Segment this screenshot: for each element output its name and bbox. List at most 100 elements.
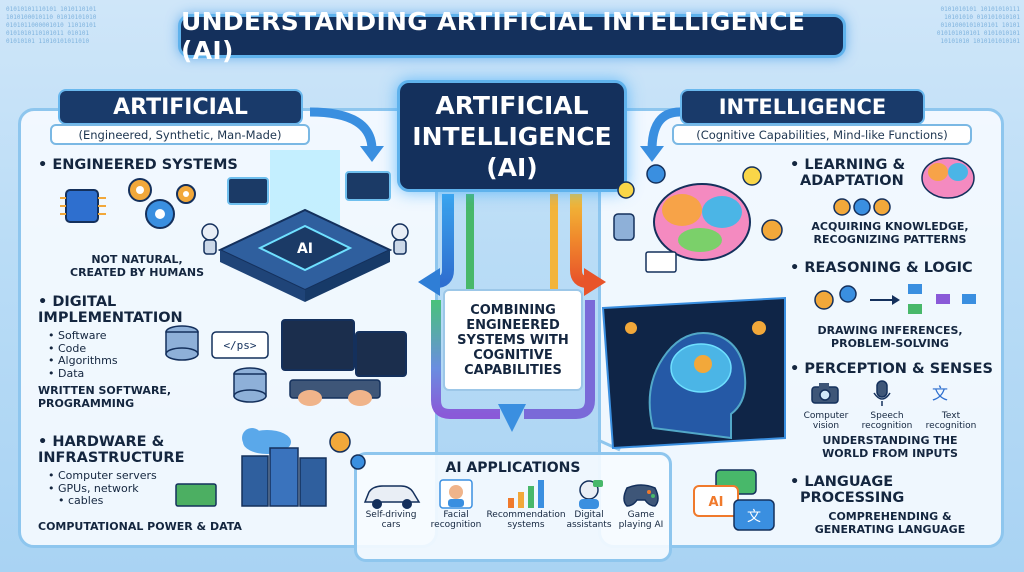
database-icon <box>165 325 199 361</box>
reasoning-desc: DRAWING INFERENCES, PROBLEM-SOLVING <box>800 324 980 350</box>
language-desc: COMPREHENDING & GENERATING LANGUAGE <box>800 510 980 536</box>
chip-ai-label: AI <box>297 241 313 257</box>
learning-heading: • LEARNING & ADAPTATION <box>790 157 905 189</box>
heading-line: PROCESSING <box>800 490 905 506</box>
hardware-heading: • HARDWARE & INFRASTRUCTURE <box>38 434 184 466</box>
gear-icon <box>350 454 366 470</box>
chip-icon <box>65 189 99 223</box>
desc-line: WORLD FROM INPUTS <box>822 447 958 460</box>
microphone-icon <box>873 380 891 406</box>
engineered-systems-desc: NOT NATURAL, CREATED BY HUMANS <box>70 253 204 279</box>
combine-line: COGNITIVE <box>473 347 553 363</box>
database-icon <box>613 213 635 241</box>
list-item: Code <box>48 342 118 356</box>
desc-line: RECOGNIZING PATTERNS <box>813 233 967 246</box>
desc-line: UNDERSTANDING THE <box>822 434 958 447</box>
gear-icon <box>853 198 871 216</box>
engineered-systems-title: ENGINEERED SYSTEMS <box>52 157 238 173</box>
gear-icon <box>694 355 712 373</box>
digital-bullets: Software Code Algorithms Data <box>48 329 118 381</box>
list-item: Computer servers <box>48 469 157 483</box>
software-illustration: </ps> <box>165 319 407 406</box>
desc-line: GENERATING LANGUAGE <box>814 523 966 536</box>
gear-icon <box>761 219 783 241</box>
gear-icon <box>873 198 891 216</box>
app-digital-assistants: Digital assistants <box>562 478 616 530</box>
translate-icon: 文 <box>932 384 948 403</box>
robot-icon <box>391 223 409 255</box>
colorful-brain-icon <box>921 157 975 199</box>
desc-line: PROGRAMMING <box>38 397 135 410</box>
app-facial-recognition: Facial recognition <box>428 478 484 530</box>
hardware-bullets: Computer servers GPUs, network cables <box>48 469 157 508</box>
desc-line: ACQUIRING KNOWLEDGE, <box>811 220 969 233</box>
perception-desc: UNDERSTANDING THE WORLD FROM INPUTS <box>800 434 980 460</box>
list-item: Data <box>48 367 118 381</box>
intelligence-subtitle: (Cognitive Capabilities, Mind-like Funct… <box>672 124 972 145</box>
caption-line: recognition <box>925 421 977 431</box>
hardware-desc: COMPUTATIONAL POWER & DATA <box>38 520 242 533</box>
desc-line: COMPREHENDING & <box>828 510 952 523</box>
code-tag-label: </ps> <box>223 339 256 352</box>
artificial-subtitle: (Engineered, Synthetic, Man-Made) <box>50 124 310 145</box>
bullet-dot: • <box>790 260 805 276</box>
bar-chart-icon <box>508 480 544 508</box>
digital-desc: WRITTEN SOFTWARE, PROGRAMMING <box>38 384 171 410</box>
bullet-dot: • <box>38 157 53 173</box>
gear-icon <box>329 431 351 453</box>
bubble-ai-label: AI <box>709 495 724 510</box>
lightbulb-icon <box>742 166 762 186</box>
desc-line: NOT NATURAL, <box>91 253 183 266</box>
heading-line: LEARNING & <box>804 157 906 173</box>
caption-line: recognition <box>861 421 913 431</box>
arrow-intelligence-to-center <box>647 107 681 151</box>
caption-line: Computer <box>803 411 849 421</box>
desc-line: CREATED BY HUMANS <box>70 266 204 279</box>
svg-text:文: 文 <box>747 509 761 525</box>
heading-line: HARDWARE & <box>52 434 165 450</box>
caption-line: Facial <box>443 510 469 520</box>
center-ai-box: ARTIFICIAL INTELLIGENCE (AI) <box>397 80 627 192</box>
reasoning-title: REASONING & LOGIC <box>804 260 973 276</box>
desc-line: DRAWING INFERENCES, <box>817 324 963 337</box>
heading-line: DIGITAL <box>52 294 117 310</box>
car-icon <box>363 485 421 509</box>
list-item: Software <box>48 329 118 343</box>
combine-line: CAPABILITIES <box>464 362 562 378</box>
gpu-icon <box>175 483 217 507</box>
gear-icon <box>839 285 857 303</box>
hands-icon <box>298 390 372 406</box>
caption-line: assistants <box>566 520 612 530</box>
bullet-dot: • <box>790 157 805 173</box>
caption-line: cars <box>381 520 401 530</box>
caption-line: Self-driving <box>365 510 417 520</box>
monitor-icon <box>281 319 355 371</box>
bullet-dot: • <box>790 361 805 377</box>
server-rack-icon <box>241 447 327 507</box>
monitor-icon <box>355 331 407 377</box>
caption-line: Recommendation <box>486 510 566 520</box>
bullet-dot: • <box>38 294 53 310</box>
heading-line: INFRASTRUCTURE <box>38 450 185 466</box>
digital-implementation-heading: • DIGITAL IMPLEMENTATION <box>38 294 183 326</box>
gear-icon <box>625 322 637 334</box>
reasoning-flow-icon <box>814 284 976 314</box>
language-heading: • LANGUAGE PROCESSING <box>790 474 904 506</box>
caption-line: Game <box>627 510 655 520</box>
learning-gears-icon <box>833 198 891 216</box>
center-line-1: ARTIFICIAL <box>435 90 589 120</box>
caption-line: recognition <box>430 520 482 530</box>
desc-line: PROBLEM-SOLVING <box>831 337 949 350</box>
perception-item-computer-vision: Computer vision <box>800 411 852 431</box>
perception-heading: • PERCEPTION & SENSES <box>790 361 993 377</box>
engineered-icons <box>60 178 196 229</box>
caption-line: Text <box>941 411 961 421</box>
head-brain-illustration <box>601 296 786 450</box>
gear-icon <box>752 321 766 335</box>
caption-line: playing AI <box>618 520 664 530</box>
gear-icon <box>814 290 834 310</box>
intelligence-title: INTELLIGENCE <box>680 89 925 125</box>
lightbulb-icon <box>617 181 635 199</box>
bullet-dot: • <box>790 474 805 490</box>
face-scan-icon <box>439 479 473 509</box>
